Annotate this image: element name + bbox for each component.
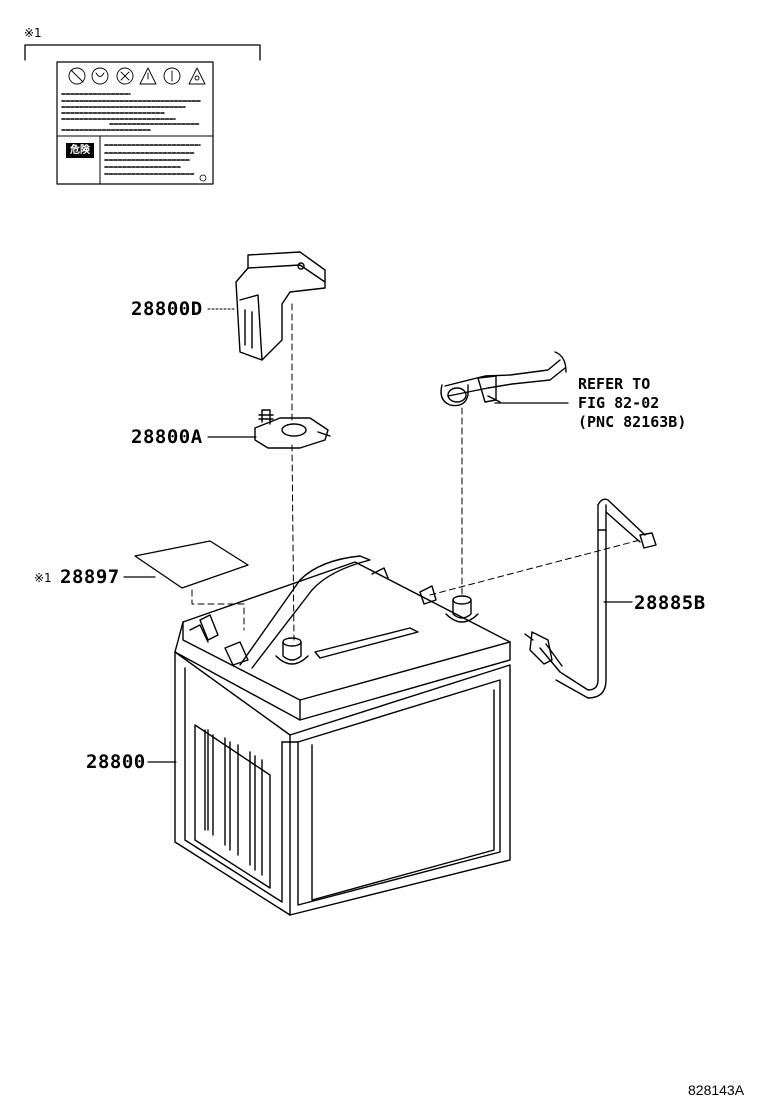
diagram-id: 828143A	[688, 1082, 745, 1098]
negative-cable-part	[440, 351, 567, 407]
reference-line-2[interactable]: FIG 82-02	[578, 394, 660, 412]
terminal-axis-line	[291, 444, 295, 641]
label-sheet-part	[134, 540, 249, 589]
part-number-cover[interactable]: 28800D	[131, 298, 203, 320]
warning-icons-row	[68, 67, 206, 85]
label-warning-word: 危険	[66, 143, 94, 158]
recycle-icon	[199, 174, 207, 182]
part-number-battery[interactable]: 28800	[86, 751, 146, 773]
part-number-terminal[interactable]: 28800A	[131, 426, 203, 448]
reference-line-1[interactable]: REFER TO	[578, 375, 651, 393]
caution-label-card	[56, 61, 214, 185]
note-marker: ※1	[24, 26, 42, 40]
hose-axis-line	[429, 539, 641, 596]
label-text-lines	[61, 93, 201, 175]
terminal-cover-part	[235, 251, 326, 361]
reference-line-3[interactable]: (PNC 82163B)	[578, 413, 687, 431]
battery-part	[174, 555, 511, 916]
note-bracket	[24, 44, 261, 61]
terminal-clamp-part	[254, 409, 331, 449]
label-note-mark: ※1	[34, 571, 52, 585]
part-number-label[interactable]: 28897	[60, 566, 120, 588]
label-axis-line	[191, 589, 245, 631]
vent-hose-part	[524, 498, 657, 699]
part-number-vent-hose[interactable]: 28885B	[634, 592, 706, 614]
